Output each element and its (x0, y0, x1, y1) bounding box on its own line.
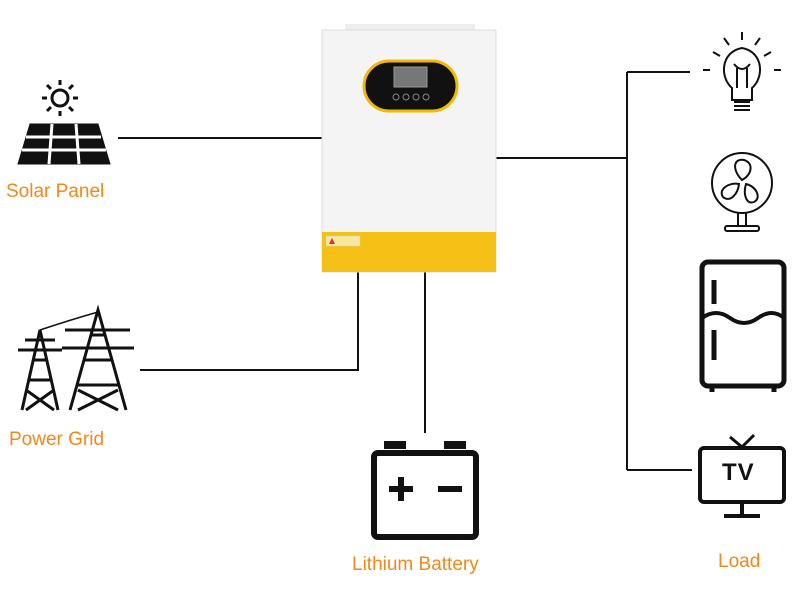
tv-text: TV (722, 459, 755, 486)
load-bus-line (496, 71, 692, 471)
solar-panel-label: Solar Panel (6, 181, 105, 202)
inverter-icon (321, 24, 497, 273)
lithium-battery-label: Lithium Battery (352, 554, 479, 575)
battery-icon (371, 441, 479, 540)
tv-icon (698, 433, 786, 518)
grid-line (140, 272, 359, 371)
solar-panel-icon (17, 80, 111, 165)
load-label: Load (718, 551, 761, 572)
refrigerator-icon (699, 259, 787, 392)
power-grid-label: Power Grid (9, 429, 105, 450)
light-bulb-icon (703, 32, 781, 111)
fan-icon (711, 152, 773, 232)
connection-lines (118, 71, 692, 471)
power-grid-icon (18, 304, 134, 412)
